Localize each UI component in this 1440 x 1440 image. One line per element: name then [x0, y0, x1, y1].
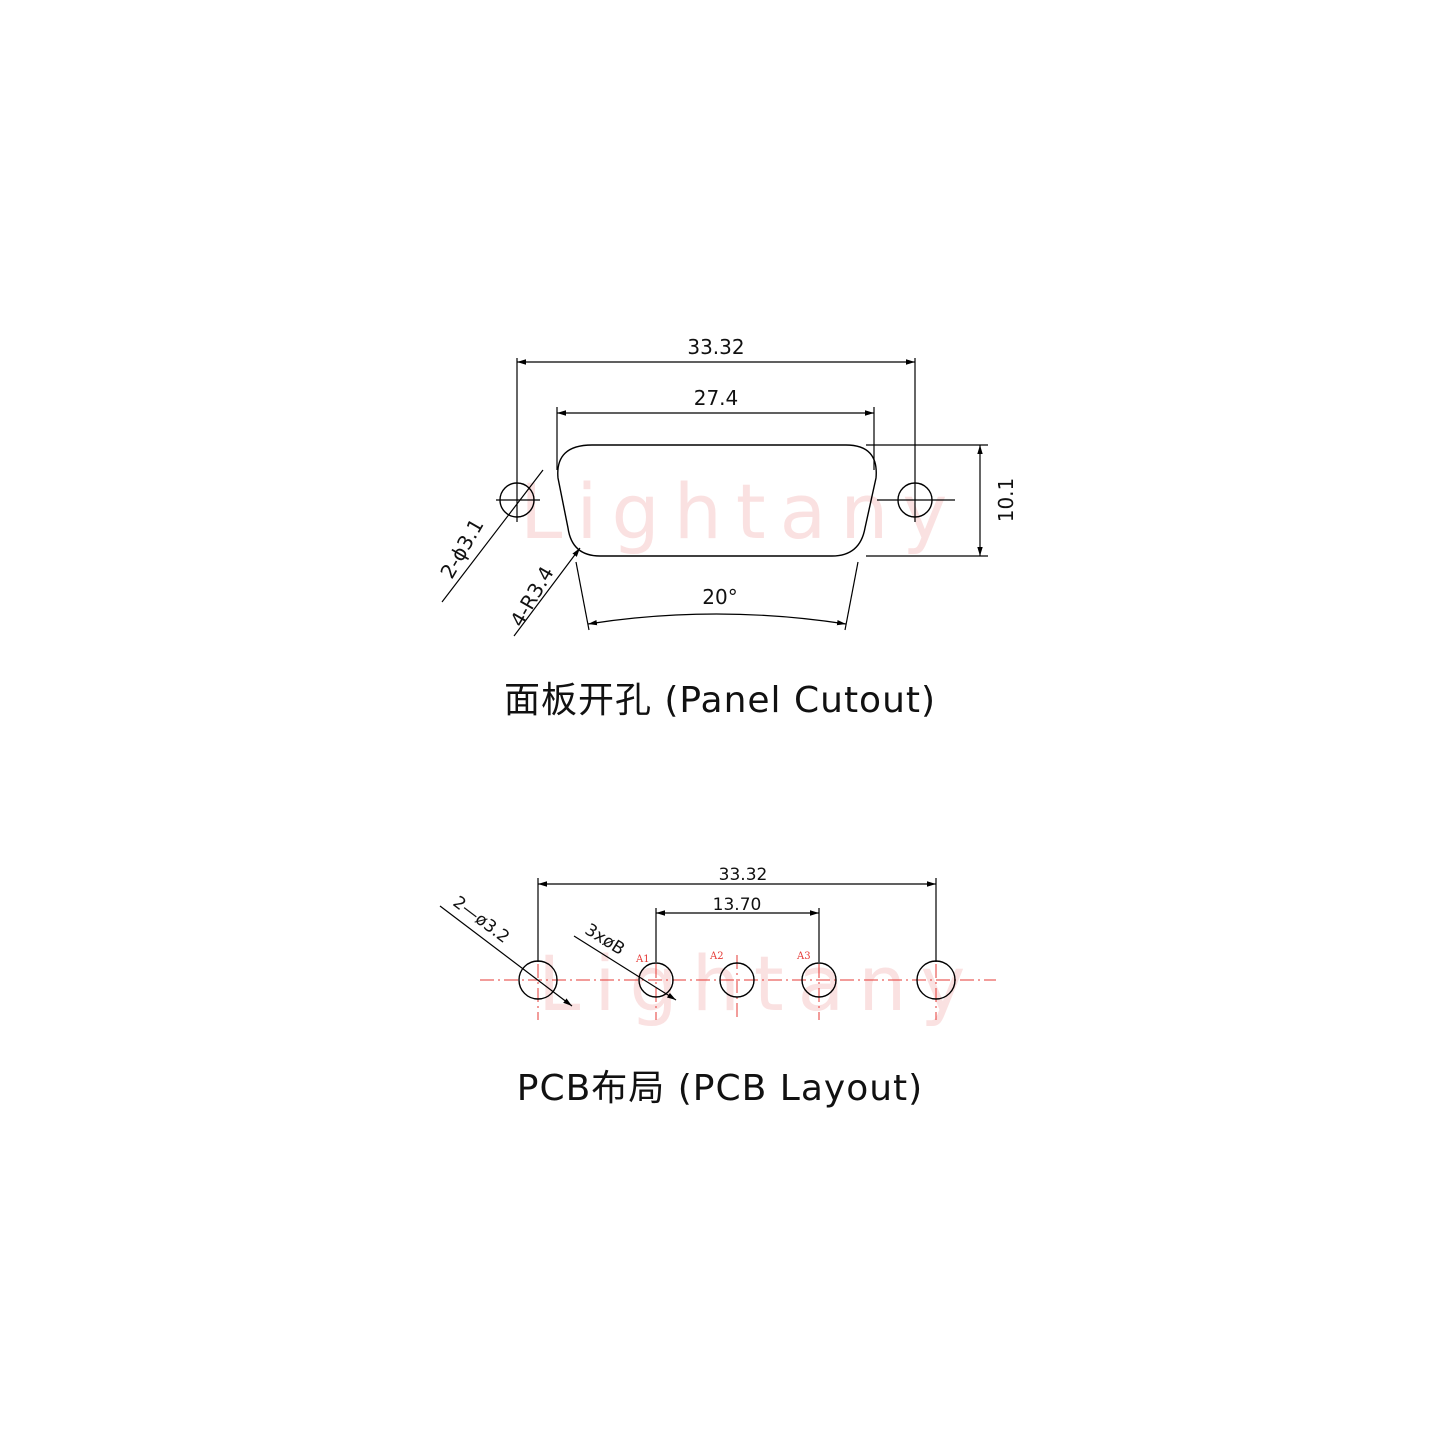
pcb-dim-overall-width: 33.32 — [537, 865, 937, 962]
right-mount-hole — [877, 478, 955, 522]
dim-opening-width-label: 27.4 — [694, 386, 739, 410]
pcb-pin-hole-a1 — [638, 962, 674, 998]
dim-corner-radius: 4-R3.4 — [505, 547, 581, 637]
dim-corner-radius-label: 4-R3.4 — [505, 562, 559, 631]
pin-label-a2: A2 — [709, 951, 724, 962]
dim-mount-hole-label: 2-ϕ3.1 — [435, 514, 488, 582]
dim-angle-label: 20° — [702, 585, 737, 609]
pcb-dim-overall-width-label: 33.32 — [719, 865, 768, 885]
dim-overall-width: 33.32 — [516, 335, 916, 478]
dim-height: 10.1 — [866, 444, 1018, 557]
dim-height-label: 10.1 — [994, 478, 1018, 523]
pin-label-a3: A3 — [796, 951, 811, 962]
watermark-text: Lightany — [520, 467, 961, 556]
pcb-pin-hole-a2 — [719, 962, 755, 998]
dim-opening-width: 27.4 — [556, 386, 875, 470]
dim-overall-width-label: 33.32 — [687, 335, 744, 359]
dim-angle: 20° — [575, 561, 859, 631]
pin-label-a1: A1 — [635, 954, 650, 965]
watermark-text: Lightany — [538, 939, 979, 1028]
panel-cutout-caption: 面板开孔 (Panel Cutout) — [504, 680, 936, 721]
pcb-layout-caption: PCB布局 (PCB Layout) — [517, 1068, 923, 1109]
pcb-layout-view: Lightany A1 A2 A3 33.32 — [439, 865, 996, 1109]
pcb-dim-pin-span: 13.70 — [655, 895, 820, 962]
pcb-pin-hole-a3 — [801, 962, 837, 998]
pcb-dim-pin-span-label: 13.70 — [713, 895, 762, 915]
panel-cutout-view: Lightany 33.32 27.4 — [435, 335, 1018, 721]
left-mount-hole — [496, 478, 540, 522]
